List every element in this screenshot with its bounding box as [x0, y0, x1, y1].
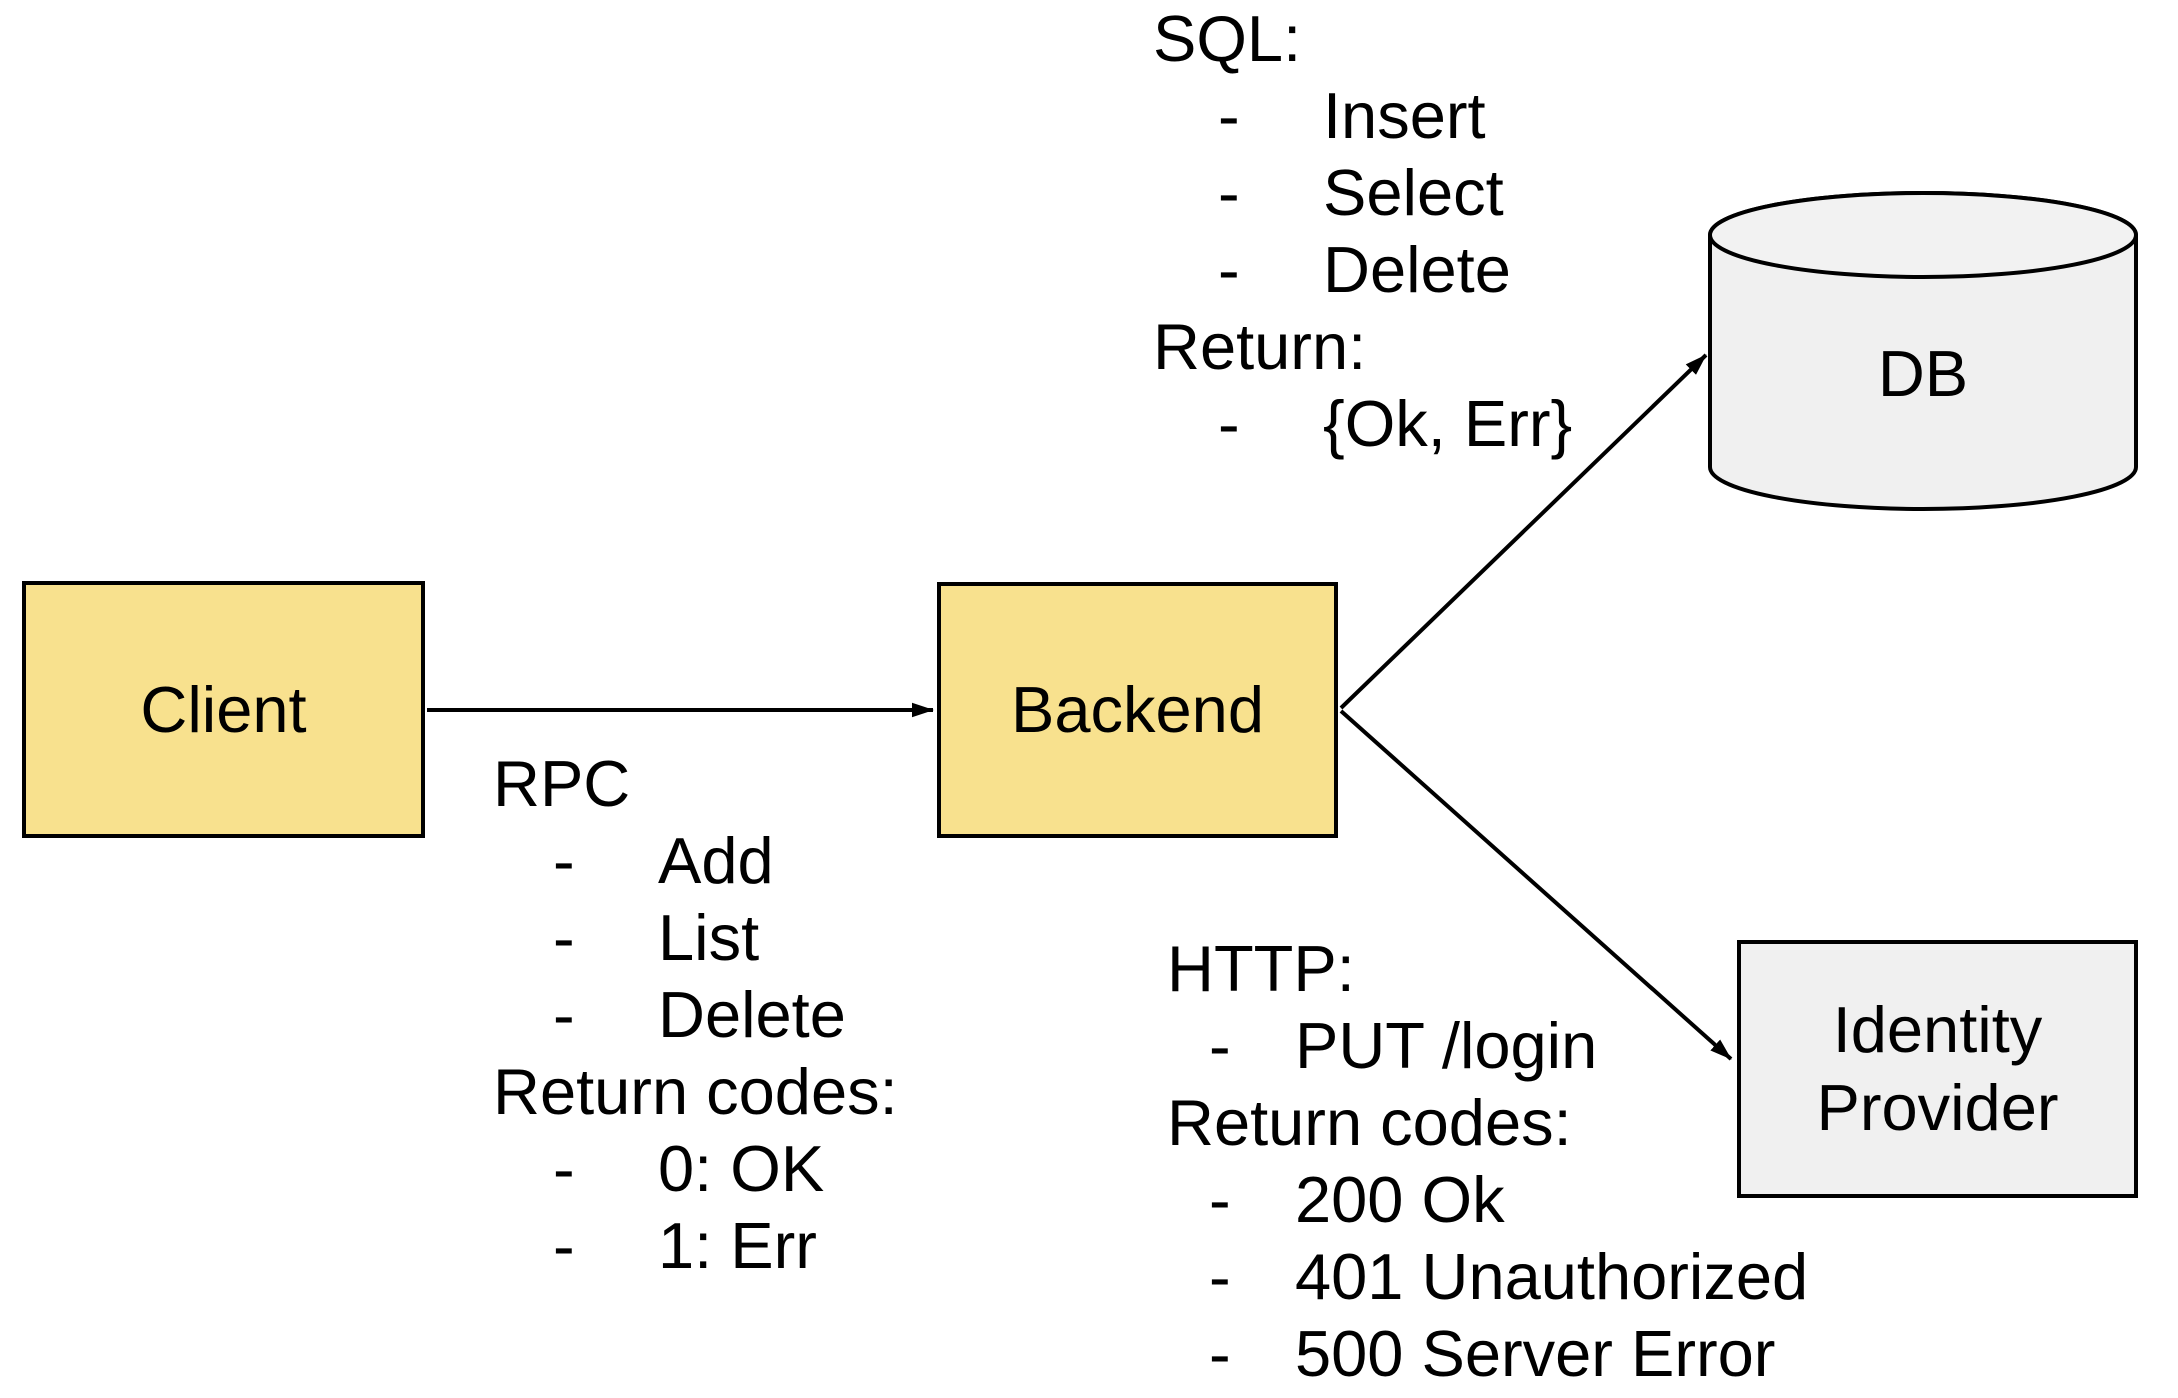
annotation-rpc-item-text: Add: [658, 824, 774, 897]
annotation-sql-item: - Select: [1153, 154, 1572, 231]
annotation-http-return-item: - 500 Server Error: [1167, 1315, 1808, 1392]
annotation-sql-return-item: - {Ok, Err}: [1153, 385, 1572, 462]
annotation-rpc: RPC - Add - List - Delete Return codes: …: [493, 745, 898, 1284]
annotation-http-return-item: - 401 Unauthorized: [1167, 1238, 1808, 1315]
bullet-dash: -: [553, 1209, 575, 1282]
bullet-dash: -: [1209, 1317, 1231, 1390]
database-cylinder-icon: [1708, 191, 2138, 511]
annotation-sql-item: - Insert: [1153, 77, 1572, 154]
annotation-sql-item: - Delete: [1153, 231, 1572, 308]
db-node: [1708, 191, 2138, 513]
annotation-rpc-item-text: Delete: [658, 978, 846, 1051]
bullet-dash: -: [553, 901, 575, 974]
annotation-rpc-return-item-text: 1: Err: [658, 1209, 817, 1282]
bullet-dash: -: [1218, 233, 1240, 306]
annotation-http: HTTP: - PUT /login Return codes: - 200 O…: [1167, 930, 1808, 1392]
identity-provider-node: Identity Provider: [1737, 940, 2138, 1198]
annotation-rpc-title: RPC: [493, 747, 631, 820]
annotation-sql-return-title: Return:: [1153, 310, 1367, 383]
backend-node-label: Backend: [1011, 673, 1264, 746]
annotation-http-item: - PUT /login: [1167, 1007, 1808, 1084]
bullet-dash: -: [1218, 79, 1240, 152]
bullet-dash: -: [1209, 1163, 1231, 1236]
annotation-http-title: HTTP:: [1167, 932, 1355, 1005]
annotation-http-item-text: PUT /login: [1295, 1009, 1598, 1082]
bullet-dash: -: [1209, 1240, 1231, 1313]
annotation-http-return-item: - 200 Ok: [1167, 1161, 1808, 1238]
annotation-rpc-item: - Delete: [493, 976, 898, 1053]
db-node-label: DB: [1877, 337, 1969, 410]
annotation-sql-item-text: Select: [1323, 156, 1504, 229]
annotation-rpc-return-title: Return codes:: [493, 1055, 898, 1128]
annotation-sql-return-item-text: {Ok, Err}: [1323, 387, 1573, 460]
annotation-rpc-return-item-text: 0: OK: [658, 1132, 825, 1205]
annotation-rpc-return-item: - 1: Err: [493, 1207, 898, 1284]
bullet-dash: -: [1209, 1009, 1231, 1082]
annotation-sql: SQL: - Insert - Select - Delete Return: …: [1153, 0, 1572, 462]
bullet-dash: -: [1218, 387, 1240, 460]
annotation-sql-item-text: Insert: [1323, 79, 1486, 152]
client-node-label: Client: [140, 672, 307, 746]
bullet-dash: -: [1218, 156, 1240, 229]
annotation-rpc-item-text: List: [658, 901, 760, 974]
annotation-rpc-item: - Add: [493, 822, 898, 899]
client-node: Client: [22, 581, 425, 838]
bullet-dash: -: [553, 824, 575, 897]
annotation-sql-item-text: Delete: [1323, 233, 1511, 306]
annotation-http-return-item-text: 401 Unauthorized: [1295, 1240, 1809, 1313]
annotation-http-return-item-text: 500 Server Error: [1295, 1317, 1776, 1390]
annotation-rpc-return-item: - 0: OK: [493, 1130, 898, 1207]
bullet-dash: -: [553, 978, 575, 1051]
annotation-http-return-item-text: 200 Ok: [1295, 1163, 1505, 1236]
bullet-dash: -: [553, 1132, 575, 1205]
annotation-sql-title: SQL:: [1153, 2, 1302, 75]
backend-node: Backend: [937, 582, 1338, 838]
annotation-rpc-item: - List: [493, 899, 898, 976]
annotation-http-return-title: Return codes:: [1167, 1086, 1572, 1159]
identity-provider-node-label: Identity Provider: [1816, 993, 2059, 1144]
